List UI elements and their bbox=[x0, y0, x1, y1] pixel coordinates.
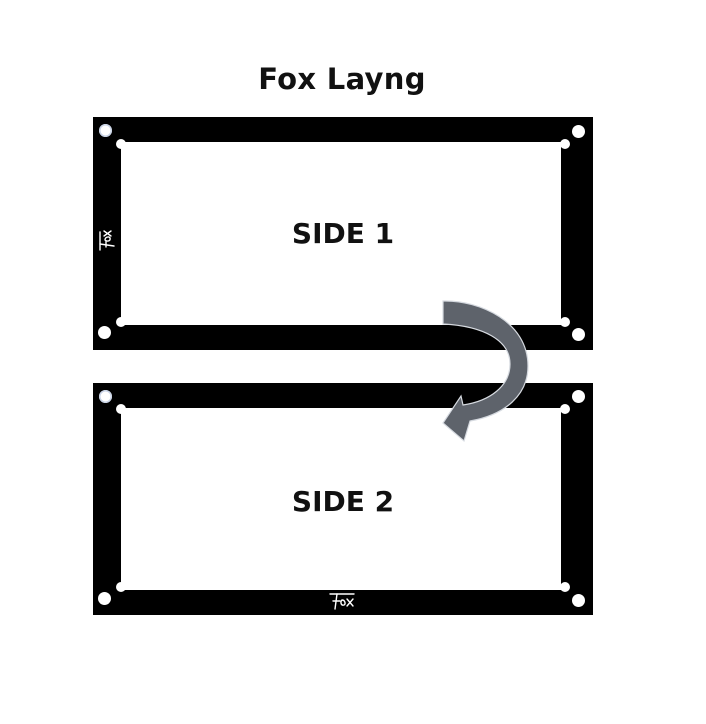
diagram-title: Fox Layng bbox=[258, 62, 426, 96]
grommet-bottom-left bbox=[98, 592, 111, 605]
inner-hole-bottom-left bbox=[116, 317, 126, 327]
grommet-bottom-right bbox=[572, 594, 585, 607]
side-2-label: SIDE 2 bbox=[291, 485, 395, 518]
side-1-inner-area bbox=[121, 142, 561, 325]
inner-hole-bottom-left bbox=[116, 582, 126, 592]
grommet-top-right bbox=[572, 390, 585, 403]
side-1-panel: SIDE 1 bbox=[93, 117, 593, 350]
side-2-inner-area bbox=[121, 408, 561, 590]
inner-hole-top-left bbox=[116, 404, 126, 414]
inner-hole-top-right bbox=[560, 139, 570, 149]
side-1-label: SIDE 1 bbox=[291, 217, 395, 250]
side-2-panel: SIDE 2 bbox=[93, 383, 593, 615]
fox-signature-logo-icon bbox=[329, 593, 355, 610]
inner-hole-top-right bbox=[560, 404, 570, 414]
flip-arrow-shape bbox=[442, 300, 529, 443]
grommet-top-left bbox=[99, 124, 112, 137]
grommet-bottom-left bbox=[98, 326, 111, 339]
grommet-top-left bbox=[99, 390, 112, 403]
grommet-top-right bbox=[572, 125, 585, 138]
inner-hole-bottom-right bbox=[560, 582, 570, 592]
grommet-bottom-right bbox=[572, 328, 585, 341]
inner-hole-top-left bbox=[116, 139, 126, 149]
inner-hole-bottom-right bbox=[560, 317, 570, 327]
fox-signature-logo-icon bbox=[99, 230, 115, 251]
